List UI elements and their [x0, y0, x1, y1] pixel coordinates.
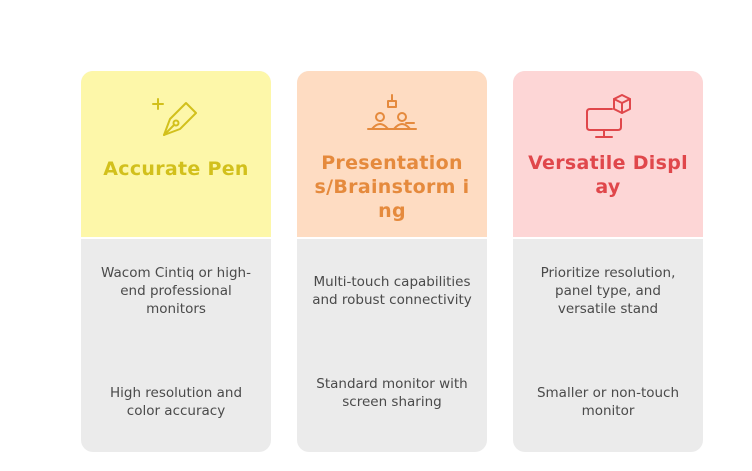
divider: [81, 237, 271, 239]
feature-text: Wacom Cintiq or high-end professional mo…: [101, 265, 251, 317]
card-presentation-brainstorming: Presentation s/Brainstorm ing Multi-touc…: [297, 71, 487, 452]
card-title: Accurate Pen: [103, 158, 249, 180]
card-body: Multi-touch capabilities and robust conn…: [297, 239, 487, 452]
card-title: Presentation s/Brainstorm ing: [314, 152, 470, 222]
feature-text: Prioritize resolution, panel type, and v…: [540, 265, 676, 317]
card-versatile-display: Versatile Display Prioritize resolution,…: [513, 71, 703, 452]
divider: [513, 237, 703, 239]
card-header: Accurate Pen: [81, 71, 271, 237]
card-body: Prioritize resolution, panel type, and v…: [513, 239, 703, 452]
detail-text: High resolution and color accuracy: [109, 385, 243, 419]
card-title: Versatile Display: [528, 152, 688, 198]
detail-text: Standard monitor with screen sharing: [316, 376, 468, 410]
detail-text: Smaller or non-touch monitor: [536, 385, 680, 419]
card-header: Versatile Display: [513, 71, 703, 237]
card-body: Wacom Cintiq or high-end professional mo…: [81, 239, 271, 452]
feature-text: Multi-touch capabilities and robust conn…: [312, 274, 472, 308]
presentation-meeting-icon: [367, 94, 417, 130]
divider: [297, 237, 487, 239]
pen-nib-sparkle-icon: [152, 98, 197, 136]
monitor-cube-icon: [586, 94, 631, 138]
card-header: Presentation s/Brainstorm ing: [297, 71, 487, 237]
card-accurate-pen: Accurate Pen Wacom Cintiq or high-end pr…: [81, 71, 271, 452]
